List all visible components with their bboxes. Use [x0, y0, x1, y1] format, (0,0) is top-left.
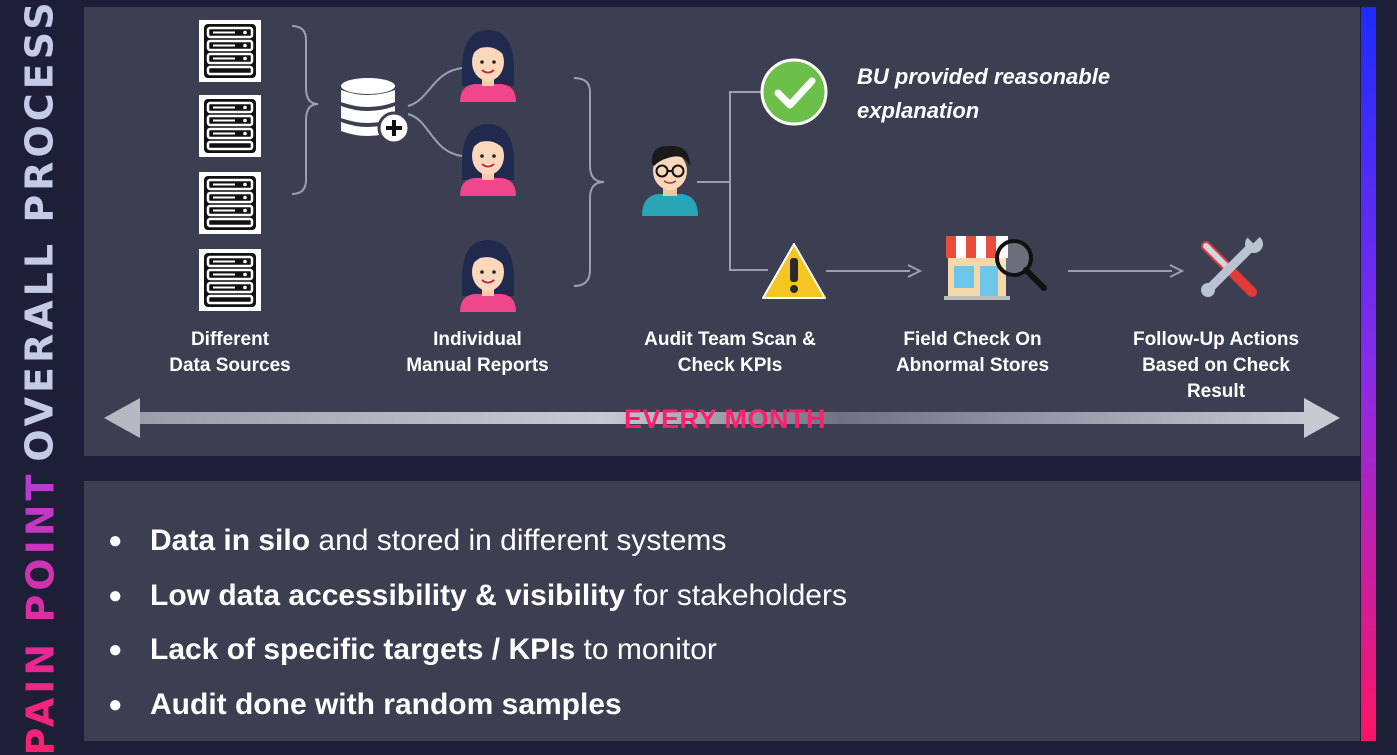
process-panel — [84, 7, 1360, 456]
warning-icon — [762, 243, 826, 299]
store-search-icon — [944, 236, 1047, 300]
timeline-arrow — [104, 398, 1340, 438]
bullet-icon: ● — [108, 690, 123, 718]
list-item: ●Lack of specific targets / KPIs to moni… — [108, 628, 847, 683]
database-add-icon — [341, 78, 411, 145]
bullet-icon: ● — [108, 527, 123, 554]
server-icon — [197, 247, 263, 313]
bullet-icon: ● — [108, 636, 123, 663]
servers-bracket — [291, 25, 319, 195]
server-icon — [197, 170, 263, 236]
timeline-label: EVERY MONTH — [623, 404, 827, 434]
list-item: ●Audit done with random samples — [108, 683, 847, 738]
woman-avatar-icon — [459, 123, 517, 197]
bu-explanation-text: BU provided reasonable explanation — [857, 64, 1111, 123]
server-icon — [197, 18, 263, 84]
woman-avatar-icon — [459, 29, 517, 103]
check-circle-icon — [760, 58, 828, 126]
server-icon — [197, 93, 263, 159]
tools-icon — [1201, 230, 1263, 297]
accent-gradient-bar — [1361, 7, 1376, 741]
reports-bracket — [573, 77, 605, 287]
man-avatar-icon — [642, 145, 698, 216]
woman-avatar-icon — [459, 239, 517, 313]
pain-point-list: ●Data in silo and stored in different sy… — [108, 519, 847, 737]
list-item: ●Low data accessibility & visibility for… — [108, 574, 847, 629]
list-item: ●Data in silo and stored in different sy… — [108, 519, 847, 574]
stage-label-audit-team: Audit Team Scan &Check KPIs — [644, 329, 816, 376]
bullet-icon: ● — [108, 581, 123, 609]
pain-point-panel — [84, 481, 1360, 741]
